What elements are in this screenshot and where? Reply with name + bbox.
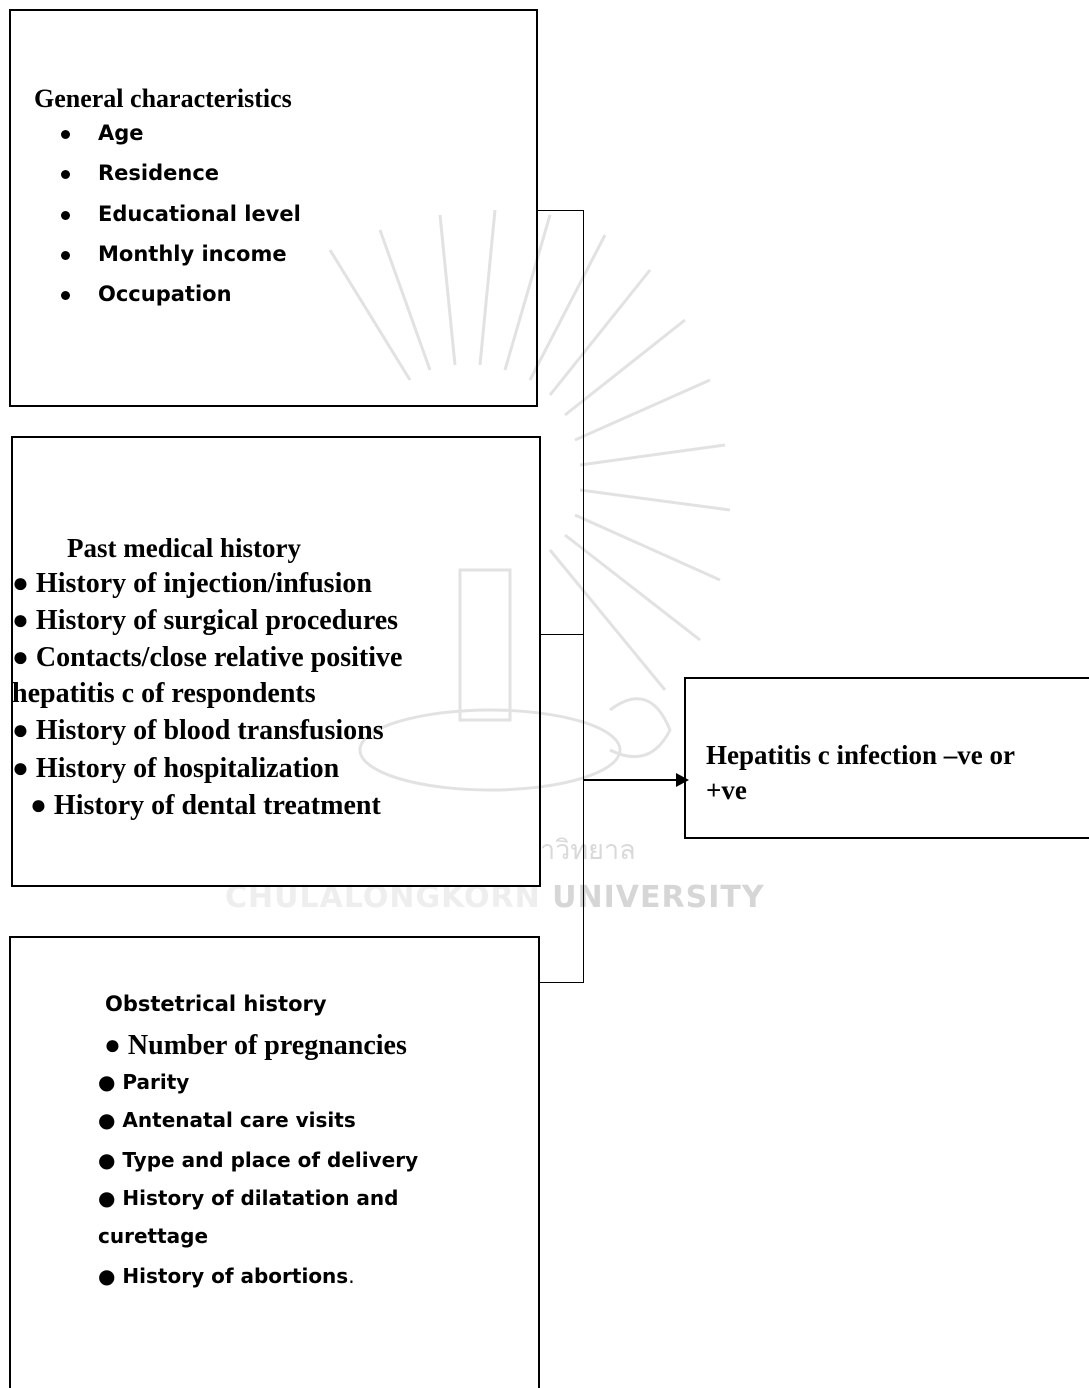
trailing-period: . xyxy=(348,1264,355,1288)
general-characteristics-title: General characteristics xyxy=(34,84,292,113)
obstetrical-history-box xyxy=(9,936,540,1388)
bullet-icon xyxy=(61,170,70,179)
obstetrical-item-delivery: ● Type and place of delivery xyxy=(98,1148,419,1172)
past-medical-history-box xyxy=(11,436,541,887)
bullet-icon xyxy=(61,251,70,260)
watermark-emblem xyxy=(328,209,731,792)
bullet-icon xyxy=(61,130,70,139)
past-item-blood-transfusions: ● History of blood transfusions xyxy=(12,715,384,746)
general-item-residence: Residence xyxy=(98,161,220,185)
obstetrical-item-abortions-text: ● History of abortions xyxy=(98,1264,349,1288)
obstetrical-history-title: Obstetrical history xyxy=(105,992,327,1016)
outcome-text-line2: +ve xyxy=(706,775,747,805)
past-item-contacts-cont: hepatitis c of respondents xyxy=(12,678,316,709)
obstetrical-item-curettage: curettage xyxy=(98,1224,209,1248)
past-medical-history-title: Past medical history xyxy=(67,533,301,563)
past-item-surgical: ● History of surgical procedures xyxy=(12,605,399,636)
connector-bottom-horizontal xyxy=(538,982,584,983)
arrow-head-icon xyxy=(676,773,689,787)
bullet-icon xyxy=(61,211,70,220)
general-item-monthly-income: Monthly income xyxy=(98,242,287,266)
past-item-hospitalization: ● History of hospitalization xyxy=(12,753,340,784)
past-item-injection: ● History of injection/infusion xyxy=(12,568,372,599)
general-item-occupation: Occupation xyxy=(98,282,232,306)
general-item-age: Age xyxy=(98,121,144,145)
obstetrical-item-pregnancies: ● Number of pregnancies xyxy=(104,1030,407,1061)
watermark-thai-text: าวิทยาล xyxy=(540,835,636,866)
bullet-icon xyxy=(61,291,70,300)
general-item-educational-level: Educational level xyxy=(98,202,301,226)
connector-middle-horizontal xyxy=(540,634,584,635)
arrow-shaft xyxy=(584,779,680,781)
connector-top-horizontal xyxy=(537,210,584,211)
outcome-text-line1: Hepatitis c infection –ve or xyxy=(706,740,1015,770)
outcome-box xyxy=(684,677,1089,839)
general-characteristics-box xyxy=(9,9,538,407)
past-item-dental: ● History of dental treatment xyxy=(30,790,381,821)
obstetrical-item-abortions: ● History of abortions. xyxy=(98,1264,355,1289)
connector-vertical xyxy=(583,210,584,983)
past-item-contacts: ● Contacts/close relative positive xyxy=(12,642,403,673)
watermark-university-word: UNIVERSITY xyxy=(552,880,765,915)
obstetrical-item-dilatation: ● History of dilatation and xyxy=(98,1186,399,1210)
obstetrical-item-parity: ● Parity xyxy=(98,1070,190,1094)
obstetrical-item-antenatal: ● Antenatal care visits xyxy=(98,1108,356,1132)
